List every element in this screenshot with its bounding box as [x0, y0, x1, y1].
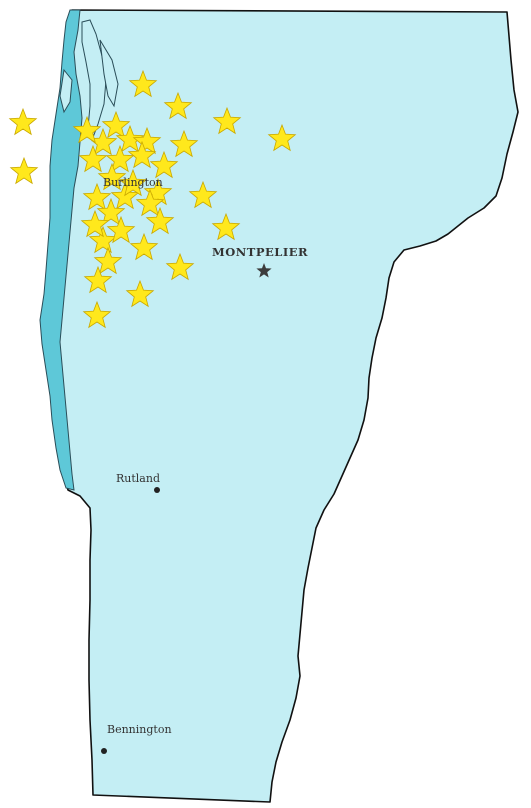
- city-label-burlington: Burlington: [103, 176, 163, 189]
- yellow-star-icon: [165, 252, 195, 281]
- capital-label: MONTPELIER: [212, 245, 308, 259]
- yellow-star-icon: [145, 206, 175, 235]
- yellow-star-icon: [80, 209, 110, 238]
- capital-star-icon: [256, 263, 272, 278]
- city-dot-icon: [101, 748, 107, 754]
- yellow-star-icon: [128, 69, 158, 98]
- yellow-star-icon: [127, 140, 157, 169]
- yellow-star-icon: [211, 212, 241, 241]
- yellow-star-icon: [72, 115, 102, 144]
- yellow-star-icon: [212, 106, 242, 135]
- yellow-star-icon: [83, 265, 113, 294]
- yellow-star-icon: [97, 162, 127, 191]
- yellow-star-icon: [125, 279, 155, 308]
- yellow-star-icon: [82, 300, 112, 329]
- yellow-star-icon: [105, 144, 135, 173]
- yellow-star-icon: [169, 129, 199, 158]
- lake-island: [59, 68, 73, 114]
- yellow-star-icon: [135, 188, 165, 217]
- site-markers: [8, 69, 297, 329]
- yellow-star-icon: [267, 123, 297, 152]
- lake-island: [81, 19, 107, 142]
- yellow-star-icon: [96, 197, 126, 226]
- city-label-rutland: Rutland: [116, 472, 160, 485]
- yellow-star-icon: [115, 124, 145, 153]
- yellow-star-icon: [78, 144, 108, 173]
- yellow-star-icon: [118, 168, 148, 197]
- yellow-star-icon: [93, 246, 123, 275]
- yellow-star-icon: [8, 107, 38, 136]
- yellow-star-icon: [9, 156, 39, 185]
- yellow-star-icon: [101, 110, 131, 139]
- yellow-star-icon: [110, 181, 140, 210]
- yellow-star-icon: [132, 126, 162, 155]
- city-label-bennington: Bennington: [107, 723, 172, 736]
- lake-champlain: [39, 9, 83, 491]
- yellow-star-icon: [149, 150, 179, 179]
- yellow-star-icon: [88, 225, 118, 254]
- yellow-star-icon: [163, 91, 193, 120]
- yellow-star-icon: [106, 215, 136, 244]
- yellow-star-icon: [129, 232, 159, 261]
- lake-island: [99, 39, 119, 108]
- city-dot-icon: [154, 487, 160, 493]
- yellow-star-icon: [188, 180, 218, 209]
- yellow-star-icon: [82, 182, 112, 211]
